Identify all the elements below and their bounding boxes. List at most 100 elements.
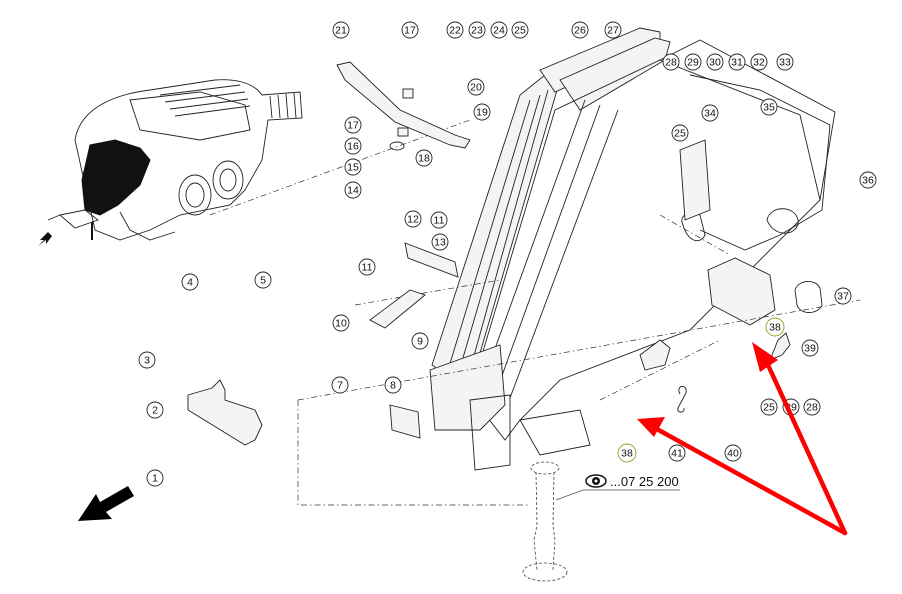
callout-circle	[801, 339, 819, 357]
callout-circle	[467, 78, 485, 96]
reference-note: ...07 25 200	[555, 474, 680, 501]
callout-30: 30	[706, 53, 724, 71]
callout-4: 4	[181, 273, 199, 291]
callout-label: 40	[727, 448, 739, 460]
jack-stand	[522, 461, 568, 582]
callout-circle	[571, 21, 589, 39]
callout-label: 12	[407, 214, 419, 226]
callout-label: 24	[493, 25, 505, 37]
callout-label: 2	[152, 405, 158, 417]
callout-circle	[511, 21, 529, 39]
callout-label: 39	[804, 343, 816, 355]
hardware-parts	[187, 61, 823, 446]
red-arrow-head-left	[637, 417, 665, 437]
callout-circle	[859, 171, 877, 189]
callout-35: 35	[760, 98, 778, 116]
callout-29: 29	[684, 53, 702, 71]
callout-circle	[701, 104, 719, 122]
callout-circle	[750, 53, 768, 71]
callout-37: 37	[834, 287, 852, 305]
callout-28: 28	[803, 398, 821, 416]
callout-16: 16	[344, 137, 362, 155]
callout-20: 20	[467, 78, 485, 96]
travel-direction-arrow-icon	[78, 486, 134, 521]
callout-33: 33	[776, 53, 794, 71]
callout-label: 32	[753, 57, 765, 69]
callout-circle	[776, 53, 794, 71]
callout-41: 41	[668, 444, 686, 462]
callout-38: 38	[765, 317, 785, 337]
callout-24: 24	[490, 21, 508, 39]
baler-overview-thumbnail	[47, 79, 303, 241]
callout-5: 5	[254, 271, 272, 289]
callout-circle	[803, 398, 821, 416]
callout-circle	[181, 273, 199, 291]
callout-circle	[138, 351, 156, 369]
callout-8: 8	[384, 376, 402, 394]
callout-label: 28	[665, 57, 677, 69]
callout-13: 13	[431, 233, 449, 251]
callout-32: 32	[750, 53, 768, 71]
callout-circle	[468, 21, 486, 39]
callout-40: 40	[724, 444, 742, 462]
callout-label: 25	[763, 402, 775, 414]
callout-circle	[358, 258, 376, 276]
callout-25: 25	[671, 124, 689, 142]
callout-circle	[604, 21, 622, 39]
callout-3: 3	[138, 351, 156, 369]
callout-label: 8	[390, 380, 396, 392]
callout-label: 9	[417, 336, 423, 348]
eye-icon	[585, 474, 607, 488]
callout-label: 17	[347, 120, 359, 132]
callout-circle	[344, 116, 362, 134]
callout-31: 31	[728, 53, 746, 71]
callout-circle	[404, 210, 422, 228]
callout-circle	[668, 444, 686, 462]
callout-17: 17	[344, 116, 362, 134]
red-arrow-head-right	[752, 342, 778, 372]
callout-label: 10	[335, 318, 347, 330]
callout-label: 21	[335, 25, 347, 37]
callout-34: 34	[701, 104, 719, 122]
callout-label: 27	[607, 25, 619, 37]
callout-26: 26	[571, 21, 589, 39]
callout-11: 11	[358, 258, 376, 276]
callout-12: 12	[404, 210, 422, 228]
callout-label: 36	[862, 175, 874, 187]
callout-label: 25	[514, 25, 526, 37]
callout-label: 23	[471, 25, 483, 37]
callout-label: 35	[763, 102, 775, 114]
callout-label: 1	[152, 473, 158, 485]
callout-label: 19	[476, 107, 488, 119]
callout-14: 14	[344, 181, 362, 199]
callout-36: 36	[859, 171, 877, 189]
callout-circle	[430, 211, 448, 229]
callout-label: 41	[671, 448, 683, 460]
callout-9: 9	[411, 332, 429, 350]
callout-circle	[344, 137, 362, 155]
callout-label: 25	[674, 128, 686, 140]
callout-label: 18	[418, 153, 430, 165]
callout-38: 38	[617, 443, 637, 463]
callout-label: 11	[434, 215, 445, 227]
callout-label: 4	[187, 277, 193, 289]
callout-label: 5	[260, 275, 266, 287]
callout-circle	[765, 317, 785, 337]
callout-label: 29	[687, 57, 699, 69]
callout-19: 19	[473, 103, 491, 121]
callout-circle	[146, 401, 164, 419]
callout-28: 28	[662, 53, 680, 71]
callout-label: 7	[337, 380, 343, 392]
callout-18: 18	[415, 149, 433, 167]
callout-label: 33	[779, 57, 791, 69]
callout-label: 37	[837, 291, 849, 303]
callout-circle	[760, 398, 778, 416]
callout-circle	[760, 98, 778, 116]
callout-25: 25	[511, 21, 529, 39]
callout-circle	[473, 103, 491, 121]
callout-label: 38	[621, 448, 633, 460]
callout-25: 25	[760, 398, 778, 416]
callout-circle	[344, 181, 362, 199]
